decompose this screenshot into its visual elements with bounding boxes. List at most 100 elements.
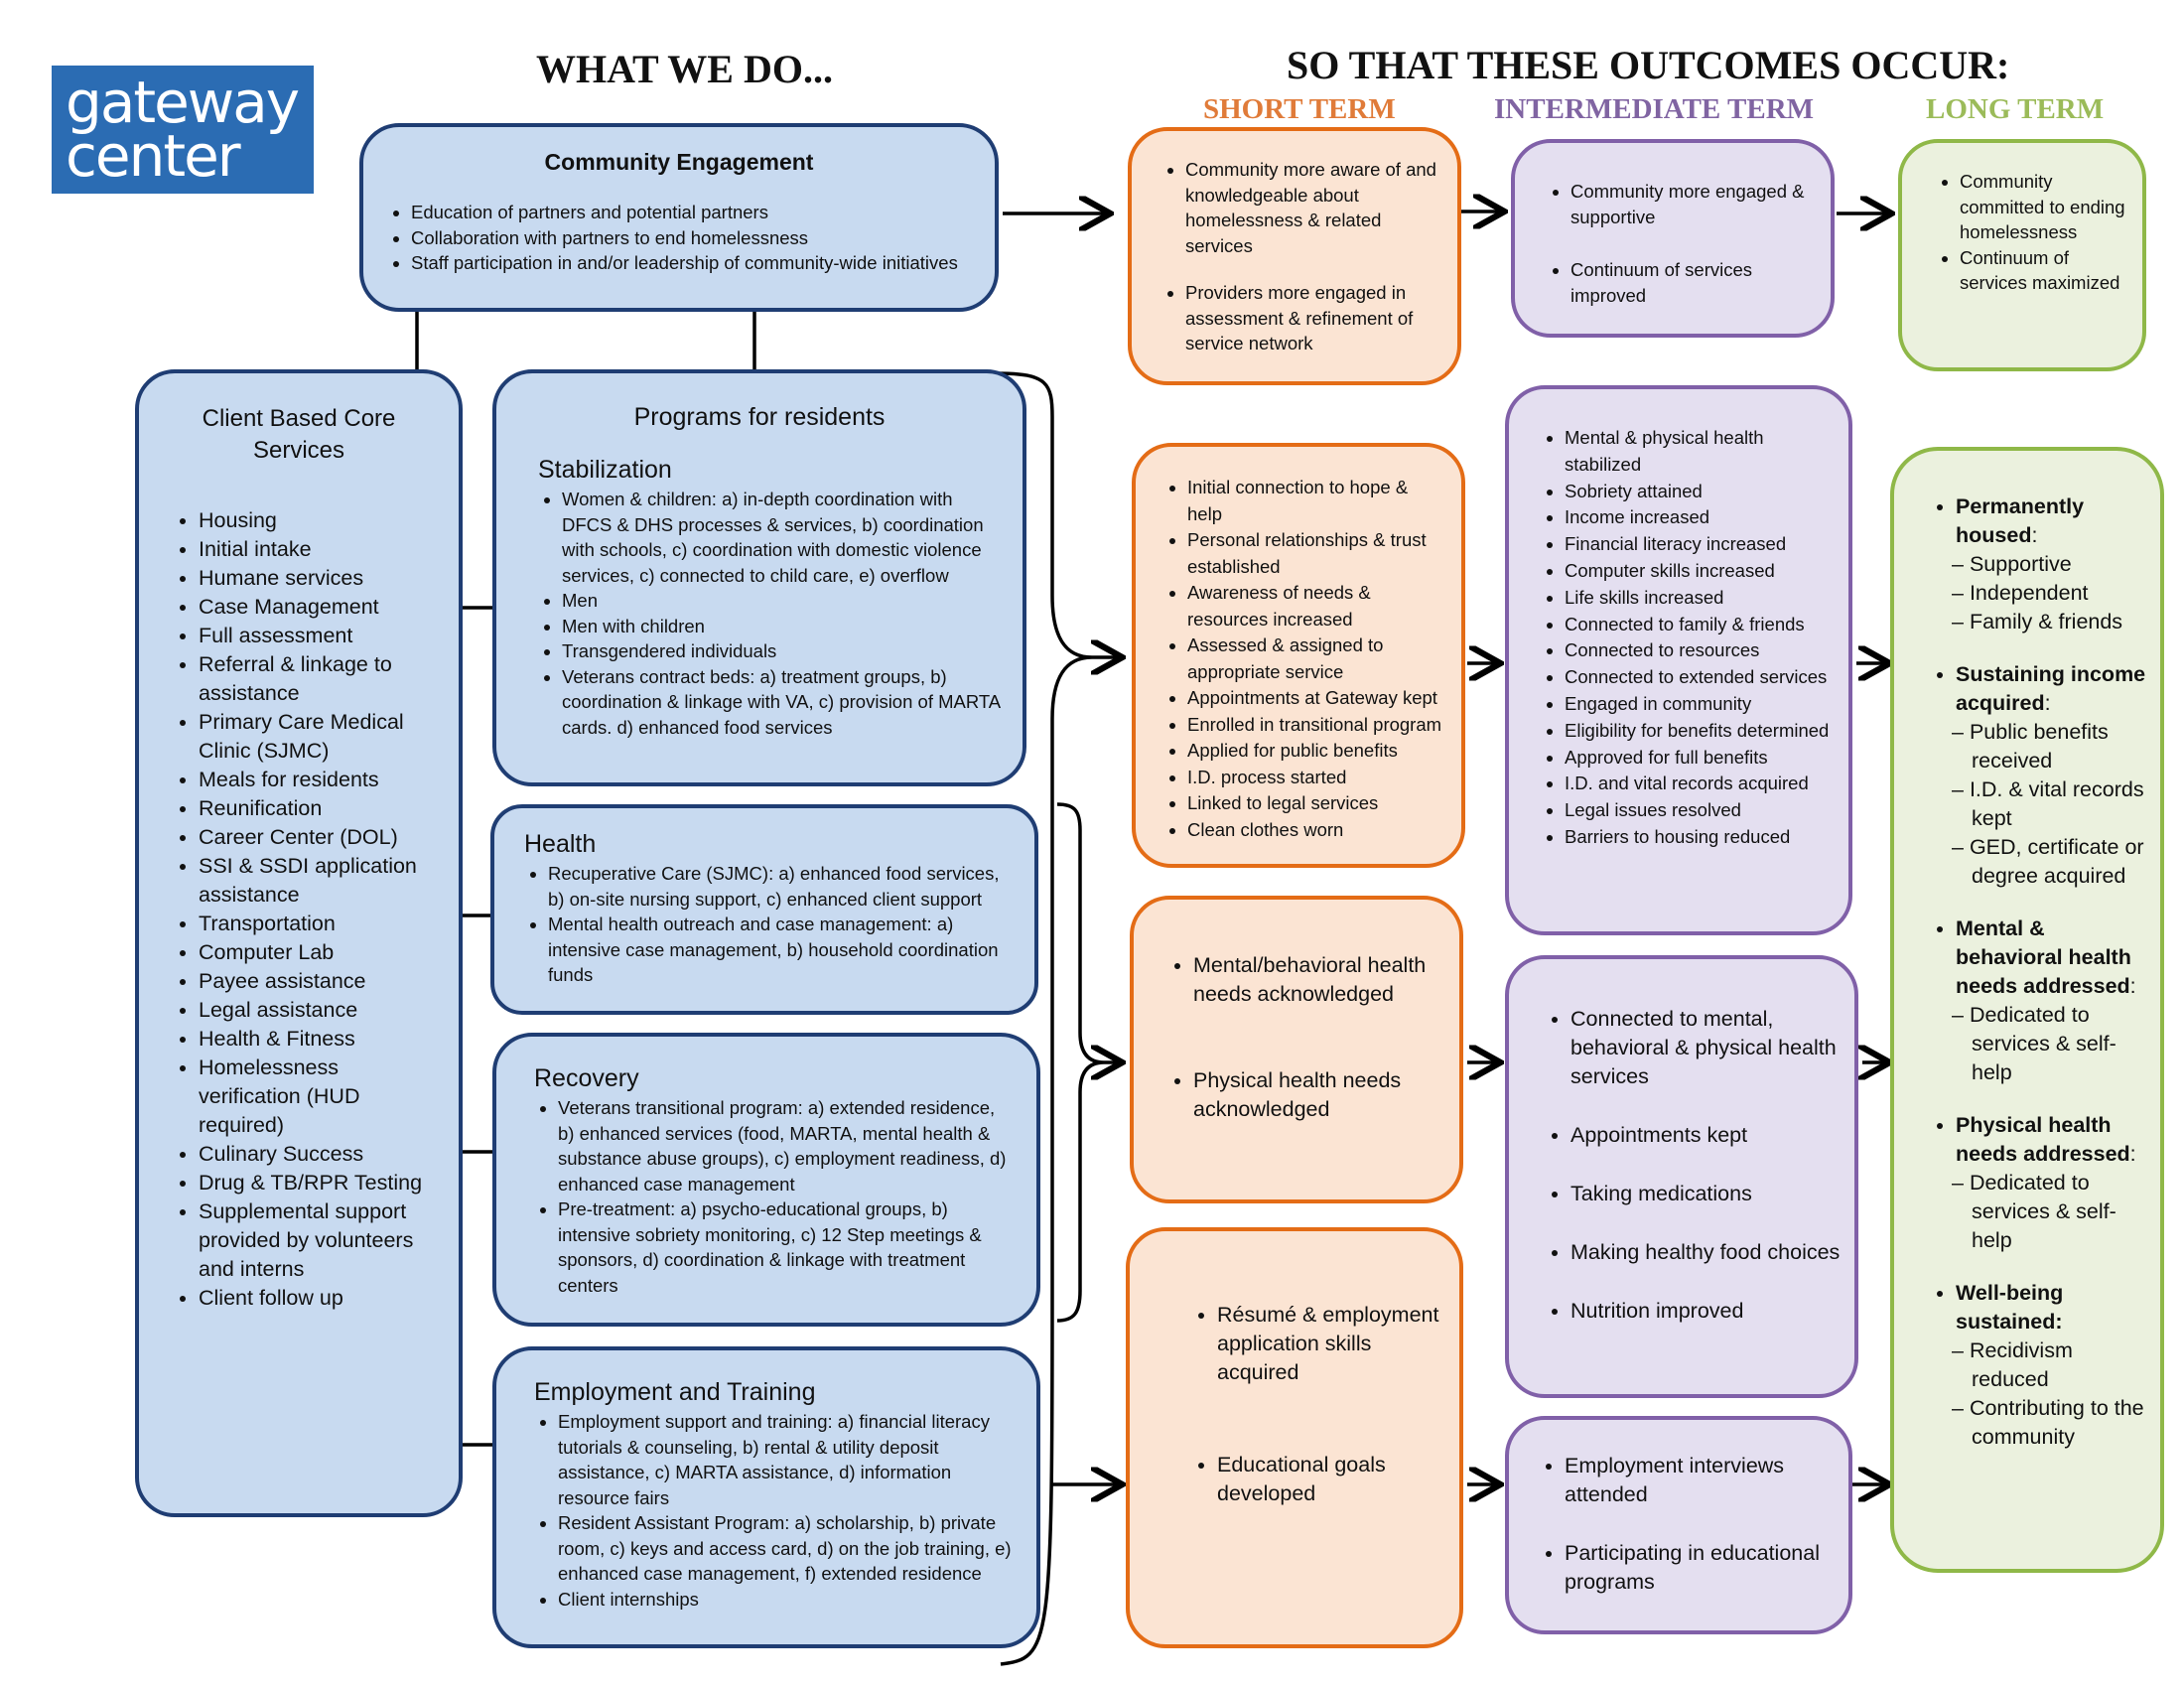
list-item: Primary Care Medical Clinic (SJMC) bbox=[199, 708, 443, 766]
list-item: Participating in educational programs bbox=[1565, 1539, 1835, 1597]
short-term-heading: SHORT TERM bbox=[1203, 93, 1396, 125]
list-item: Legal assistance bbox=[199, 996, 443, 1025]
list-item: Men bbox=[562, 588, 1001, 614]
list-item: Resident Assistant Program: a) scholarsh… bbox=[558, 1510, 1015, 1587]
list-item: Nutrition improved bbox=[1570, 1297, 1841, 1326]
list-item: Men with children bbox=[562, 614, 1001, 639]
list-item: Veterans contract beds: a) treatment gro… bbox=[562, 664, 1001, 741]
intermediate-term-box-2: Mental & physical health stabilized Sobr… bbox=[1505, 385, 1852, 935]
list-item: Public benefits received bbox=[1952, 718, 2148, 775]
list-item: Computer skills increased bbox=[1565, 558, 1835, 585]
list-item: Payee assistance bbox=[199, 967, 443, 996]
list-item: Taking medications bbox=[1570, 1180, 1841, 1208]
list-item: Connected to resources bbox=[1565, 637, 1835, 664]
list-item: Dedicated to services & self-help bbox=[1952, 1169, 2148, 1255]
list-item: I.D. process started bbox=[1187, 765, 1447, 791]
health-list: Recuperative Care (SJMC): a) enhanced fo… bbox=[524, 861, 1013, 988]
short-term-list-2: Initial connection to hope & help Person… bbox=[1163, 475, 1447, 843]
core-services-title: Client Based Core Services bbox=[202, 405, 396, 464]
list-item: Eligibility for benefits determined bbox=[1565, 718, 1835, 745]
logo-line-2: center bbox=[66, 122, 241, 190]
intermediate-term-list-3: Connected to mental, behavioral & physic… bbox=[1547, 1005, 1841, 1326]
list-item: Dedicated to services & self-help bbox=[1952, 1001, 2148, 1087]
short-term-list-3: Mental/behavioral health needs acknowled… bbox=[1169, 951, 1445, 1124]
gateway-center-logo: gateway center bbox=[52, 66, 314, 194]
list-item: Health & Fitness bbox=[199, 1025, 443, 1054]
group-suffix: : bbox=[2129, 974, 2136, 998]
list-item: Supplemental support provided by volunte… bbox=[199, 1197, 443, 1284]
long-term-group-physical-health: Physical health needs addressed: Dedicat… bbox=[1930, 1111, 2148, 1255]
list-item: Employment support and training: a) fina… bbox=[558, 1409, 1015, 1510]
recovery-box: Recovery Veterans transitional program: … bbox=[492, 1033, 1040, 1327]
short-term-box-1: Community more aware of and knowledgeabl… bbox=[1128, 127, 1461, 385]
intermediate-term-list-1: Community more engaged & supportive Cont… bbox=[1547, 179, 1817, 308]
list-item: GED, certificate or degree acquired bbox=[1952, 833, 2148, 891]
community-engagement-box: Community Engagement Education of partne… bbox=[359, 123, 999, 312]
long-term-group-well-being: Well-being sustained: Recidivism reduced… bbox=[1930, 1279, 2148, 1452]
list-item: Family & friends bbox=[1952, 608, 2148, 636]
list-item: Educational goals developed bbox=[1217, 1451, 1445, 1508]
list-item: SSI & SSDI application assistance bbox=[199, 852, 443, 910]
list-item: Awareness of needs & resources increased bbox=[1187, 580, 1447, 633]
list-item: Assessed & assigned to appropriate servi… bbox=[1187, 633, 1447, 685]
list-item: Women & children: a) in-depth coordinati… bbox=[562, 487, 1001, 588]
short-term-box-2: Initial connection to hope & help Person… bbox=[1132, 443, 1465, 868]
list-item: Applied for public benefits bbox=[1187, 738, 1447, 765]
list-item: Client internships bbox=[558, 1587, 1015, 1613]
list-item: Staff participation in and/or leadership… bbox=[411, 250, 971, 276]
list-item: Continuum of services maximized bbox=[1960, 245, 2130, 296]
long-term-box-1: Community committed to ending homelessne… bbox=[1898, 139, 2146, 371]
list-item: Initial intake bbox=[199, 535, 443, 564]
long-term-group-income: Sustaining income acquired: Public benef… bbox=[1930, 660, 2148, 891]
list-item: Meals for residents bbox=[199, 766, 443, 794]
list-item: Humane services bbox=[199, 564, 443, 593]
list-item: Making healthy food choices bbox=[1570, 1238, 1841, 1267]
list-item: Veterans transitional program: a) extend… bbox=[558, 1095, 1015, 1196]
list-item: Linked to legal services bbox=[1187, 790, 1447, 817]
list-item: Clean clothes worn bbox=[1187, 817, 1447, 844]
group-heading: Sustaining income acquired bbox=[1956, 662, 2146, 715]
group-suffix: : bbox=[2129, 1142, 2136, 1166]
intermediate-term-box-1: Community more engaged & supportive Cont… bbox=[1511, 139, 1835, 338]
short-term-box-4: Résumé & employment application skills a… bbox=[1126, 1227, 1463, 1648]
employment-training-list: Employment support and training: a) fina… bbox=[534, 1409, 1015, 1612]
list-item: Collaboration with partners to end homel… bbox=[411, 225, 971, 251]
list-item: Mental & physical health stabilized bbox=[1565, 425, 1835, 479]
list-item: Client follow up bbox=[199, 1284, 443, 1313]
list-item: Recidivism reduced bbox=[1952, 1336, 2148, 1394]
list-item: Approved for full benefits bbox=[1565, 745, 1835, 772]
what-we-do-heading: WHAT WE DO... bbox=[536, 47, 833, 91]
list-item: Reunification bbox=[199, 794, 443, 823]
list-item: Independent bbox=[1952, 579, 2148, 608]
list-item: Appointments kept bbox=[1570, 1121, 1841, 1150]
group-suffix: : bbox=[2044, 691, 2051, 715]
community-engagement-list: Education of partners and potential part… bbox=[387, 200, 971, 276]
list-item: Housing bbox=[199, 506, 443, 535]
list-item: Mental/behavioral health needs acknowled… bbox=[1193, 951, 1445, 1009]
stabilization-title: Stabilization bbox=[538, 456, 672, 484]
stabilization-list: Women & children: a) in-depth coordinati… bbox=[538, 487, 1001, 740]
list-item: Recuperative Care (SJMC): a) enhanced fo… bbox=[548, 861, 1013, 912]
list-item: Computer Lab bbox=[199, 938, 443, 967]
logo-line-1: gateway bbox=[66, 69, 300, 136]
long-term-group-mental-health: Mental & behavioral health needs address… bbox=[1930, 914, 2148, 1087]
list-item: Transgendered individuals bbox=[562, 638, 1001, 664]
list-item: Legal issues resolved bbox=[1565, 797, 1835, 824]
list-item: Education of partners and potential part… bbox=[411, 200, 971, 225]
programs-stabilization-box: Programs for residents Stabilization Wom… bbox=[492, 369, 1026, 786]
group-heading: Well-being sustained: bbox=[1956, 1281, 2064, 1334]
list-item: Mental health outreach and case manageme… bbox=[548, 912, 1013, 988]
list-item: Enrolled in transitional program bbox=[1187, 712, 1447, 739]
community-engagement-title: Community Engagement bbox=[544, 149, 814, 175]
list-item: Life skills increased bbox=[1565, 585, 1835, 612]
intermediate-term-box-4: Employment interviews attended Participa… bbox=[1505, 1416, 1852, 1634]
list-item: Continuum of services improved bbox=[1570, 257, 1817, 308]
health-box: Health Recuperative Care (SJMC): a) enha… bbox=[490, 804, 1038, 1015]
list-item: Sobriety attained bbox=[1565, 479, 1835, 505]
list-item: Referral & linkage to assistance bbox=[199, 650, 443, 708]
list-item: Connected to extended services bbox=[1565, 664, 1835, 691]
intermediate-term-list-4: Employment interviews attended Participa… bbox=[1541, 1452, 1835, 1597]
list-item: Employment interviews attended bbox=[1565, 1452, 1835, 1509]
health-title: Health bbox=[524, 830, 597, 858]
